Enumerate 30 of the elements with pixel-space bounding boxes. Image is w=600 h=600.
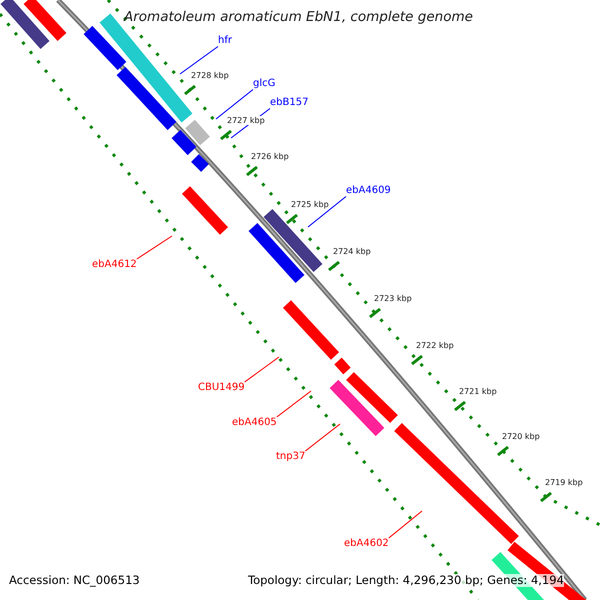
genome-info-text: Topology: circular; Length: 4,296,230 bp; Genes: 4,194 (248, 574, 564, 588)
gene-label: hfr (218, 35, 232, 46)
title: Aromatoleum aromaticum EbN1, complete genome (124, 9, 473, 25)
tick-label: 2719 kbp (545, 478, 583, 488)
tick-label: 2728 kbp (191, 71, 229, 80)
tick-label: 2722 kbp (416, 341, 454, 350)
gene-label: ebA4609 (346, 185, 391, 196)
tick-label: 2727 kbp (227, 116, 265, 126)
tick-label: 2720 kbp (502, 432, 540, 442)
accession-text: Accession: NC_006513 (9, 574, 140, 588)
gene-label: ebA4602 (344, 538, 389, 550)
tick-label: 2724 kbp (333, 247, 371, 256)
leader-line (244, 356, 280, 382)
gene-label: glcG (253, 78, 276, 90)
tick-label: 2721 kbp (459, 387, 497, 396)
leader-line (388, 510, 422, 538)
leader-line (276, 390, 312, 418)
gene-label: ebB157 (270, 97, 308, 108)
leader-line (308, 196, 346, 228)
gene-label: CBU1499 (198, 382, 245, 394)
leader-line (216, 89, 254, 120)
leader-line (180, 46, 218, 74)
leader-line (136, 236, 172, 260)
tick-label: 2723 kbp (374, 294, 412, 304)
leader-line (304, 424, 340, 452)
tick-label: 2725 kbp (291, 200, 329, 210)
gene-label: ebA4612 (92, 259, 137, 270)
gene-label: tnp37 (276, 451, 306, 462)
gene-label: ebA4605 (232, 417, 277, 428)
tick-label: 2726 kbp (251, 152, 289, 162)
